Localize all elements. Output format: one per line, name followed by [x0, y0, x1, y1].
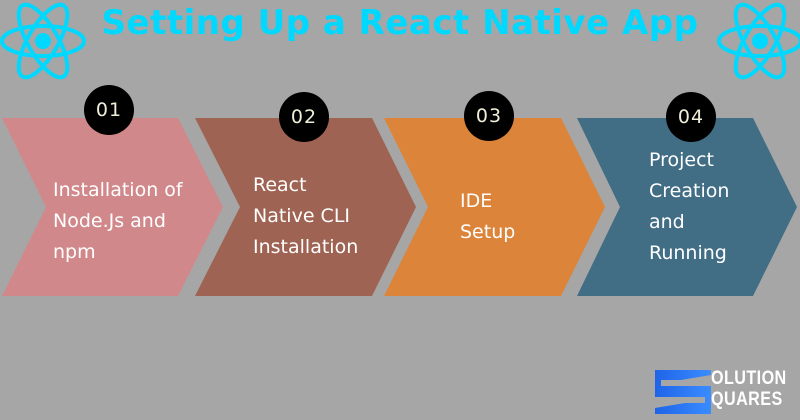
step-1-number-badge: 01 — [84, 85, 134, 135]
step-3-chevron — [384, 118, 605, 296]
step-2-chevron — [195, 118, 416, 296]
step-2-number-badge: 02 — [279, 92, 329, 142]
react-logo-icon-left — [0, 0, 88, 84]
brand-logo: OLUTION QUARES — [655, 368, 787, 414]
step-4-label: Project Creation and Running — [649, 149, 730, 264]
brand-line-1: OLUTION — [711, 368, 787, 389]
step-2-label: React Native CLI Installation — [253, 174, 359, 258]
solution-squares-s-logo-icon — [655, 370, 711, 414]
step-3-number-badge: 03 — [464, 91, 514, 141]
brand-name: OLUTION QUARES — [711, 368, 787, 410]
brand-line-2: QUARES — [711, 389, 783, 410]
step-3-label: IDE Setup — [460, 190, 516, 243]
page-title: Setting Up a React Native App — [101, 3, 699, 43]
react-logo-icon-right — [716, 0, 800, 84]
step-4-number-badge: 04 — [666, 92, 716, 142]
step-4-chevron — [577, 118, 797, 296]
step-1-chevron — [2, 118, 223, 296]
step-1-label: Installation of Node.Js and npm — [53, 179, 183, 263]
